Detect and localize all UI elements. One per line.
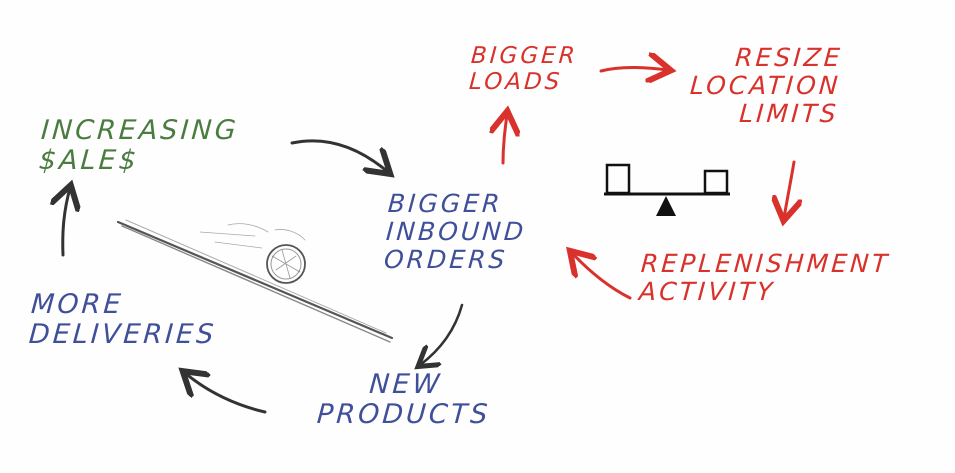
arrow-loads-to-resize — [601, 68, 668, 72]
arrow-inbound-to-products — [420, 305, 462, 365]
node-replenishment-activity: REPLENISHMENT ACTIVITY — [638, 250, 891, 306]
node-more-deliveries: MORE DELIVERIES — [28, 290, 220, 350]
arrow-deliveries-to-sales — [63, 188, 70, 255]
node-bigger-loads: BIGGER LOADS — [468, 44, 578, 96]
arrow-replenishment-to-inbound — [572, 253, 630, 298]
arrow-products-to-deliveries — [185, 373, 265, 412]
node-increasing-sales: INCREASING $ALE$ — [38, 116, 240, 176]
node-bigger-inbound-orders: BIGGER INBOUND ORDERS — [383, 190, 529, 274]
arrow-resize-to-replenishment — [784, 162, 794, 218]
node-resize-location-limits: RESIZE LOCATION LIMITS — [687, 44, 843, 128]
node-new-products: NEW PRODUCTS — [316, 370, 494, 430]
seesaw-icon — [604, 165, 730, 216]
arrow-inbound-to-loads — [503, 114, 507, 163]
arrow-sales-to-inbound — [292, 141, 388, 172]
